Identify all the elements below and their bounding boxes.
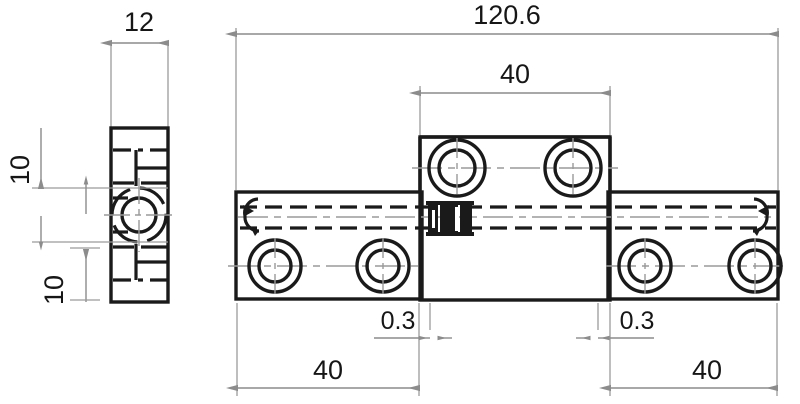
front-view-group: 120.6 40 xyxy=(225,0,786,396)
side-view-width-extension-lines xyxy=(110,41,169,131)
side-view-centerlines xyxy=(104,178,176,252)
hole-rail-4 xyxy=(727,238,783,296)
dim-40-top-label: 40 xyxy=(500,59,530,89)
hole-rail-3 xyxy=(617,238,673,296)
dim-10-bottom-label: 10 xyxy=(39,275,69,305)
dim-10-top-label: 10 xyxy=(5,155,35,185)
side-view-height-reference-lines xyxy=(32,187,168,243)
hole-cb-1 xyxy=(427,138,487,199)
side-view-inner-gap-arrows xyxy=(38,175,89,251)
rail-slot-hidden-lines xyxy=(240,205,776,230)
center-block-side-edges xyxy=(418,135,612,300)
dim-0-3-left-label: 0.3 xyxy=(381,307,416,335)
hole-rail-1 xyxy=(247,238,303,296)
right-slot-arrow xyxy=(752,197,769,236)
left-slot-arrow xyxy=(243,197,260,236)
side-view-internal-profile xyxy=(113,148,168,282)
side-view-group: 12 xyxy=(5,7,176,305)
dim-40-left-label: 40 xyxy=(313,355,343,385)
hole-cb-2 xyxy=(543,138,603,199)
dim-12-label: 12 xyxy=(124,7,154,37)
hole-rail-2 xyxy=(355,238,411,296)
bottom-extension-lines xyxy=(236,303,778,396)
overall-extension-lines xyxy=(235,28,779,190)
dim-10-bottom-line xyxy=(70,247,100,302)
dim-40-right-label: 40 xyxy=(692,355,722,385)
center-block-counterbored-holes xyxy=(427,138,603,199)
dim-120-6-label: 120.6 xyxy=(473,0,541,30)
dim-0-3-right-label: 0.3 xyxy=(620,307,655,335)
center-slot-section-detail xyxy=(426,201,474,236)
rail-counterbored-holes xyxy=(247,238,783,296)
